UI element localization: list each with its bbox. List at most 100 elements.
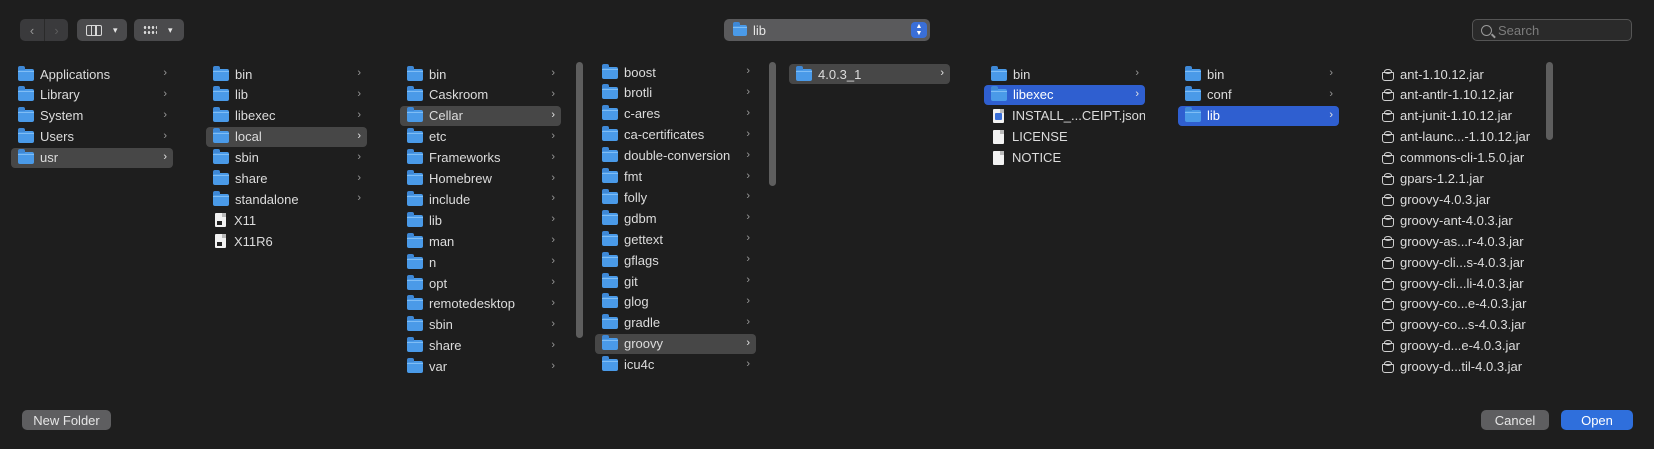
file-row[interactable]: ant-antlr-1.10.12.jar — [1373, 85, 1543, 105]
folder-row[interactable]: sbin› — [400, 315, 561, 335]
chevron-right-icon: › — [551, 108, 555, 121]
file-row[interactable]: commons-cli-1.5.0.jar — [1373, 148, 1543, 168]
folder-row[interactable]: double-conversion› — [595, 146, 756, 166]
folder-row[interactable]: bin› — [400, 64, 561, 84]
folder-row[interactable]: brotli› — [595, 83, 756, 103]
folder-row[interactable]: Cellar› — [400, 105, 561, 126]
scrollbar[interactable] — [1546, 62, 1553, 140]
folder-row[interactable]: git› — [595, 271, 756, 291]
item-label: glog — [624, 294, 649, 310]
scrollbar[interactable] — [576, 62, 583, 338]
folder-row[interactable]: usr› — [11, 147, 173, 168]
file-row[interactable]: ant-junit-1.10.12.jar — [1373, 106, 1543, 126]
folder-row[interactable]: c-ares› — [595, 104, 756, 124]
folder-row[interactable]: lib› — [1178, 105, 1339, 126]
folder-row[interactable]: System› — [11, 106, 173, 126]
file-row[interactable]: NOTICE — [984, 148, 1145, 168]
folder-row[interactable]: lib› — [206, 85, 367, 105]
forward-button[interactable]: › — [44, 19, 68, 41]
cancel-button[interactable]: Cancel — [1481, 410, 1549, 430]
folder-row[interactable]: boost› — [595, 62, 756, 82]
folder-row[interactable]: folly› — [595, 187, 756, 207]
item-label: X11 — [234, 212, 257, 228]
folder-row[interactable]: conf› — [1178, 85, 1339, 105]
folder-row[interactable]: sbin› — [206, 148, 367, 168]
folder-row[interactable]: share› — [206, 169, 367, 189]
folder-row[interactable]: bin› — [984, 64, 1145, 84]
folder-row[interactable]: lib› — [400, 210, 561, 230]
file-row[interactable]: groovy-ant-4.0.3.jar — [1373, 210, 1543, 230]
search-input[interactable] — [1498, 22, 1623, 38]
folder-icon — [18, 107, 34, 123]
folder-icon — [602, 63, 618, 79]
folder-row[interactable]: Library› — [11, 85, 173, 105]
folder-row[interactable]: glog› — [595, 292, 756, 312]
folder-row[interactable]: share› — [400, 336, 561, 356]
folder-row[interactable]: gettext› — [595, 229, 756, 249]
folder-row[interactable]: Homebrew› — [400, 169, 561, 189]
folder-row[interactable]: Frameworks› — [400, 148, 561, 168]
item-label: groovy-4.0.3.jar — [1400, 191, 1491, 207]
alias-file-icon — [215, 234, 226, 249]
chevron-right-icon: › — [746, 211, 750, 224]
folder-row[interactable]: gflags› — [595, 250, 756, 270]
folder-row[interactable]: fmt› — [595, 167, 756, 187]
file-row[interactable]: ant-launc...-1.10.12.jar — [1373, 127, 1543, 147]
back-button[interactable]: ‹ — [20, 19, 44, 41]
folder-row[interactable]: gdbm› — [595, 208, 756, 228]
folder-row[interactable]: bin› — [206, 64, 367, 84]
search-field[interactable] — [1472, 19, 1632, 41]
item-label: bin — [429, 66, 447, 82]
scrollbar[interactable] — [769, 62, 776, 186]
file-row[interactable]: groovy-co...e-4.0.3.jar — [1373, 294, 1543, 314]
file-row[interactable]: groovy-co...s-4.0.3.jar — [1373, 315, 1543, 335]
folder-row[interactable]: local› — [206, 126, 367, 147]
folder-row[interactable]: standalone› — [206, 189, 367, 209]
file-row[interactable]: groovy-d...til-4.0.3.jar — [1373, 357, 1543, 377]
folder-row[interactable]: gradle› — [595, 313, 756, 333]
file-row[interactable]: groovy-d...e-4.0.3.jar — [1373, 336, 1543, 356]
folder-row[interactable]: etc› — [400, 127, 561, 147]
file-row[interactable]: groovy-as...r-4.0.3.jar — [1373, 231, 1543, 251]
file-row[interactable]: X11R6 — [206, 231, 367, 251]
folder-row[interactable]: bin› — [1178, 64, 1339, 84]
group-button[interactable]: ▾ — [134, 19, 184, 41]
chevron-right-icon: › — [746, 148, 750, 161]
open-button[interactable]: Open — [1561, 410, 1633, 430]
folder-row[interactable]: icu4c› — [595, 355, 756, 375]
file-row[interactable]: INSTALL_...CEIPT.json — [984, 106, 1145, 126]
view-mode-button[interactable]: ▾ — [77, 19, 127, 41]
file-row[interactable]: LICENSE — [984, 127, 1145, 147]
chevron-right-icon: › — [746, 85, 750, 98]
folder-row[interactable]: Caskroom› — [400, 85, 561, 105]
folder-row[interactable]: Users› — [11, 127, 173, 147]
new-folder-button[interactable]: New Folder — [22, 410, 111, 430]
folder-row[interactable]: 4.0.3_1› — [789, 64, 950, 84]
folder-row[interactable]: opt› — [400, 273, 561, 293]
file-row[interactable]: X11 — [206, 210, 367, 230]
jar-file-icon — [1381, 214, 1394, 227]
item-label: Applications — [40, 66, 111, 82]
item-label: lib — [429, 212, 443, 228]
folder-row[interactable]: man› — [400, 231, 561, 251]
chevron-right-icon: › — [1329, 87, 1333, 100]
item-label: sbin — [235, 150, 259, 166]
folder-row[interactable]: groovy› — [595, 333, 756, 354]
chevron-right-icon: › — [551, 338, 555, 351]
folder-row[interactable]: libexec› — [206, 106, 367, 126]
jar-file-icon — [1381, 319, 1394, 332]
file-row[interactable]: gpars-1.2.1.jar — [1373, 169, 1543, 189]
chevron-right-icon: › — [551, 129, 555, 142]
folder-row[interactable]: include› — [400, 189, 561, 209]
folder-row[interactable]: Applications› — [11, 64, 173, 84]
file-row[interactable]: groovy-cli...s-4.0.3.jar — [1373, 252, 1543, 272]
file-row[interactable]: groovy-cli...li-4.0.3.jar — [1373, 273, 1543, 293]
path-popup[interactable]: lib ▲▼ — [724, 19, 930, 41]
folder-row[interactable]: ca-certificates› — [595, 125, 756, 145]
folder-row[interactable]: libexec› — [984, 84, 1145, 105]
folder-row[interactable]: n› — [400, 252, 561, 272]
file-row[interactable]: groovy-4.0.3.jar — [1373, 189, 1543, 209]
file-row[interactable]: ant-1.10.12.jar — [1373, 64, 1543, 84]
folder-row[interactable]: var› — [400, 357, 561, 377]
folder-row[interactable]: remotedesktop› — [400, 294, 561, 314]
